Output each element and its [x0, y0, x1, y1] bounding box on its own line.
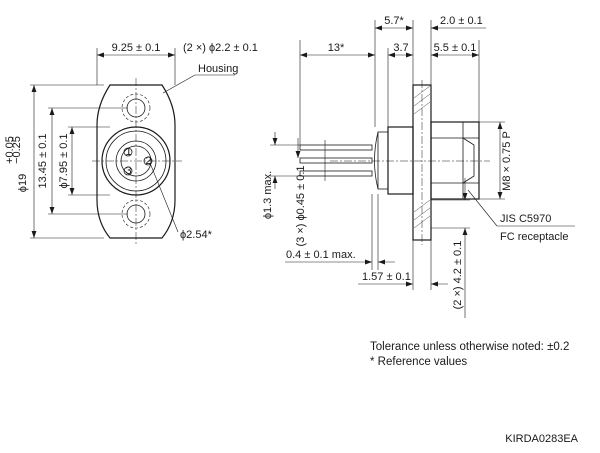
dim-pin-circle: ϕ2.54* — [180, 229, 213, 241]
pin-label-1: 1 — [126, 146, 132, 158]
pin-1 — [123, 147, 133, 157]
flange-hole-hatch — [413, 85, 431, 229]
leads — [299, 140, 373, 181]
front-view: 1 2 3 9.25 ± 0.1 (2 ×) ϕ2.2 ± 0.1 Housin… — [4, 42, 258, 246]
housing-outline — [96, 84, 176, 239]
reference-note: * Reference values — [370, 356, 468, 368]
receptacle-nut — [430, 121, 480, 200]
dim-lead-len: 13* — [328, 42, 345, 54]
dim-gap: 0.4 ± 0.1 max. — [286, 249, 356, 261]
housing-label: Housing — [198, 63, 238, 75]
pin-label-2: 2 — [146, 155, 152, 167]
side-view: 5.7* 2.0 ± 0.1 13* 3.7 5.5 ± 0.1 ϕ1.3 ma… — [262, 15, 575, 318]
notes: Tolerance unless otherwise noted: ±0.2 *… — [370, 340, 569, 370]
standard-label: JIS C5970 — [500, 213, 551, 225]
body — [387, 126, 414, 195]
dim-body: 3.7 — [393, 42, 408, 54]
receptacle-label: FC receptacle — [500, 231, 568, 243]
dim-height-tol-lower: −0.25 — [11, 136, 23, 164]
boss-outer — [101, 126, 171, 196]
dim-boss: ϕ7.95 ± 0.1 — [58, 133, 70, 188]
drawing-code: KIRDA0283EA — [505, 433, 578, 445]
dim-nut: 5.5 ± 0.1 — [434, 42, 477, 54]
dim-flange-hole: (2 ×) 4.2 ± 0.1 — [452, 241, 464, 310]
tolerance-note: Tolerance unless otherwise noted: ±0.2 — [370, 341, 570, 353]
dim-top-1: 5.7* — [384, 15, 404, 27]
dim-lead-dia: ϕ1.3 max. — [262, 171, 274, 219]
dim-height-tol-upper: +0.05 — [4, 136, 16, 164]
dim-width: 9.25 ± 0.1 — [112, 42, 161, 54]
dim-holes: (2 ×) ϕ2.2 ± 0.1 — [183, 42, 258, 54]
dim-flange: 1.57 ± 0.1 — [362, 271, 411, 283]
dim-height-main: ϕ19 — [17, 174, 29, 192]
dim-lead-count: (3 ×) ϕ0.45 ± 0.1 — [295, 166, 307, 247]
dim-top-2: 2.0 ± 0.1 — [440, 15, 483, 27]
pin-label-3: 3 — [126, 165, 132, 177]
dim-hole-pitch: 13.45 ± 0.1 — [37, 134, 49, 189]
dim-thread: M8 × 0.75 P — [501, 131, 513, 191]
